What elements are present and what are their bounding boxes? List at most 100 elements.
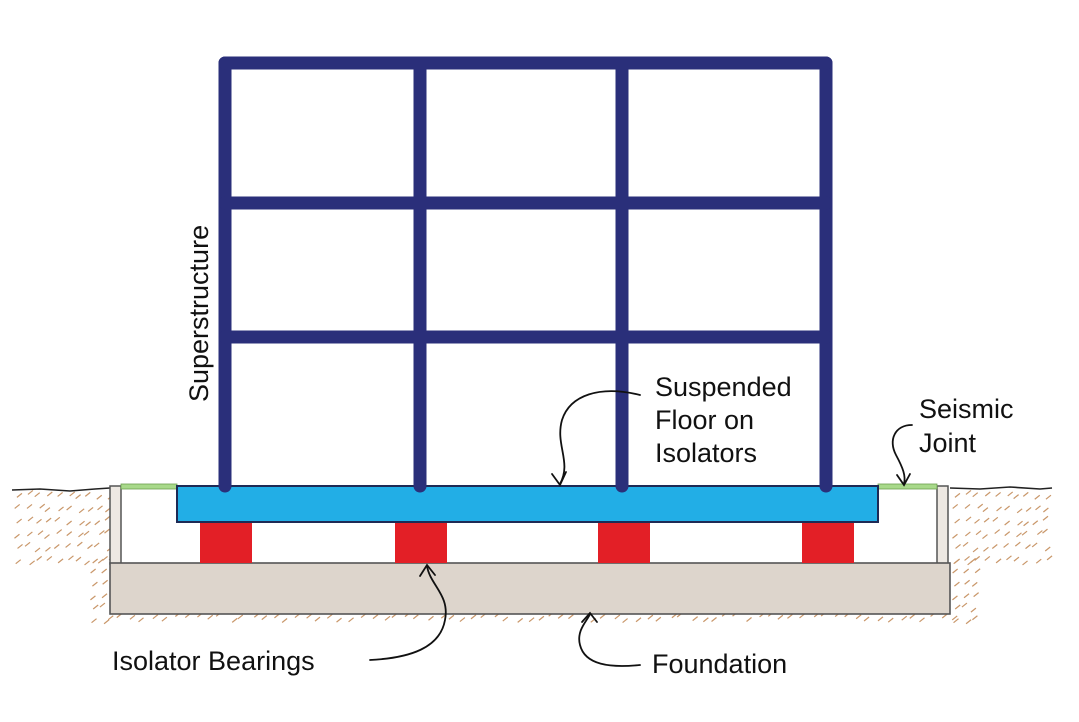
soil-hatch-mark <box>1042 515 1049 521</box>
suspended-floor-leader <box>559 390 641 485</box>
foundation-arrowhead <box>581 611 598 623</box>
soil-hatch-mark <box>99 530 105 536</box>
soil-hatch-mark <box>961 602 968 608</box>
soil-hatch-mark <box>68 555 74 561</box>
retaining-wall-left <box>109 485 122 565</box>
soil-hatch-mark <box>56 529 63 535</box>
soil-hatch-mark <box>973 592 980 598</box>
soil-hatch-mark <box>78 532 84 538</box>
soil-hatch-mark <box>1032 520 1039 526</box>
soil-hatch-mark <box>974 518 980 524</box>
soil-hatch-mark <box>877 616 884 622</box>
soil-hatch-mark <box>746 617 752 622</box>
soil-hatch-mark <box>1007 491 1014 497</box>
suspended-floor-label: Suspended Floor on Isolators <box>655 372 799 468</box>
soil-hatch-mark <box>1043 507 1049 513</box>
isolator-bearing <box>598 522 650 563</box>
soil-hatch-mark <box>470 614 477 620</box>
soil-hatch-mark <box>1003 542 1009 548</box>
soil-hatch-mark <box>75 494 81 500</box>
soil-hatch-mark <box>53 544 60 549</box>
soil-hatch-mark <box>90 595 96 601</box>
soil-hatch-mark <box>34 492 41 498</box>
soil-hatch-mark <box>972 615 978 621</box>
soil-hatch-mark <box>46 491 53 497</box>
soil-hatch-mark <box>69 491 76 497</box>
soil-hatch-mark <box>306 613 312 619</box>
soil-hatch-mark <box>87 544 93 550</box>
soil-hatch-mark <box>39 503 46 509</box>
soil-hatch-mark <box>101 568 108 574</box>
soil-hatch-mark <box>15 559 22 565</box>
soil-hatch-mark <box>103 619 110 625</box>
soil-hatch-mark <box>974 568 981 574</box>
isolator-bearing <box>802 522 854 563</box>
soil-hatch-mark <box>538 615 545 621</box>
soil-hatch-mark <box>614 614 621 620</box>
soil-hatch-mark <box>655 616 662 622</box>
soil-hatch-mark <box>102 579 109 585</box>
soil-hatch-mark <box>92 558 99 564</box>
soil-hatch-mark <box>977 503 984 509</box>
soil-hatch-mark <box>45 517 52 523</box>
soil-hatch-mark <box>963 593 970 599</box>
soil-hatch-mark <box>1025 544 1031 550</box>
soil-hatch-mark <box>37 530 44 536</box>
soil-hatch-mark <box>983 517 990 523</box>
soil-hatch-mark <box>92 581 98 587</box>
foundation-slab <box>109 562 951 615</box>
soil-hatch-mark <box>909 613 916 619</box>
soil-hatch-mark <box>84 560 90 566</box>
soil-hatch-mark <box>1004 520 1011 526</box>
soil-hatch-mark <box>1046 555 1053 561</box>
soil-hatch-mark <box>99 602 106 608</box>
soil-hatch-mark <box>27 489 34 495</box>
soil-hatch-mark <box>90 568 96 574</box>
soil-hatch-mark <box>27 516 34 522</box>
isolator-bearing <box>395 522 447 563</box>
soil-hatch-mark <box>991 544 998 549</box>
soil-hatch-mark <box>951 615 958 621</box>
soil-hatch-mark <box>78 508 85 514</box>
soil-hatch-mark <box>599 613 606 619</box>
soil-hatch-mark <box>1004 531 1011 537</box>
soil-hatch-mark <box>107 615 114 621</box>
suspended-floor-label-line: Isolators <box>655 438 757 468</box>
soil-hatch-mark <box>1023 521 1029 527</box>
soil-hatch-mark <box>975 530 982 536</box>
soil-hatch-mark <box>970 607 977 613</box>
soil-hatch-mark <box>14 533 20 539</box>
soil-hatch-mark <box>994 529 1001 535</box>
soil-hatch-mark <box>954 581 960 587</box>
soil-hatch-mark <box>138 617 144 623</box>
soil-hatch-mark <box>1016 508 1023 514</box>
soil-hatch-mark <box>34 547 41 553</box>
soil-hatch-mark <box>36 555 43 561</box>
soil-hatch-mark <box>16 518 23 524</box>
seismic-joint-leader <box>891 424 913 485</box>
soil-hatch-mark <box>952 595 958 601</box>
soil-hatch-mark <box>79 520 85 526</box>
soil-hatch-mark <box>972 547 979 553</box>
seismic-joint-left <box>120 483 178 490</box>
soil-hatch-mark <box>965 489 972 495</box>
soil-hatch-mark <box>104 515 111 521</box>
soil-hatch-mark <box>972 492 979 498</box>
soil-hatch-mark <box>1035 558 1042 564</box>
soil-hatch-mark <box>1044 546 1051 552</box>
soil-hatch-mark <box>955 543 961 549</box>
soil-hatch-mark <box>45 546 51 552</box>
soil-hatch-mark <box>528 617 535 623</box>
soil-hatch-mark <box>261 615 268 621</box>
soil-hatch-mark <box>887 617 894 623</box>
soil-hatch-mark <box>952 533 958 539</box>
soil-hatch-mark <box>971 581 978 587</box>
soil-hatch-mark <box>1022 491 1029 497</box>
soil-hatch-mark <box>970 557 977 563</box>
soil-hatch-mark <box>44 507 51 513</box>
isolator-bearings-arrowhead <box>419 563 436 577</box>
soil-hatch-mark <box>281 618 288 623</box>
soil-hatch-mark <box>996 506 1002 512</box>
soil-hatch-mark <box>101 593 108 599</box>
